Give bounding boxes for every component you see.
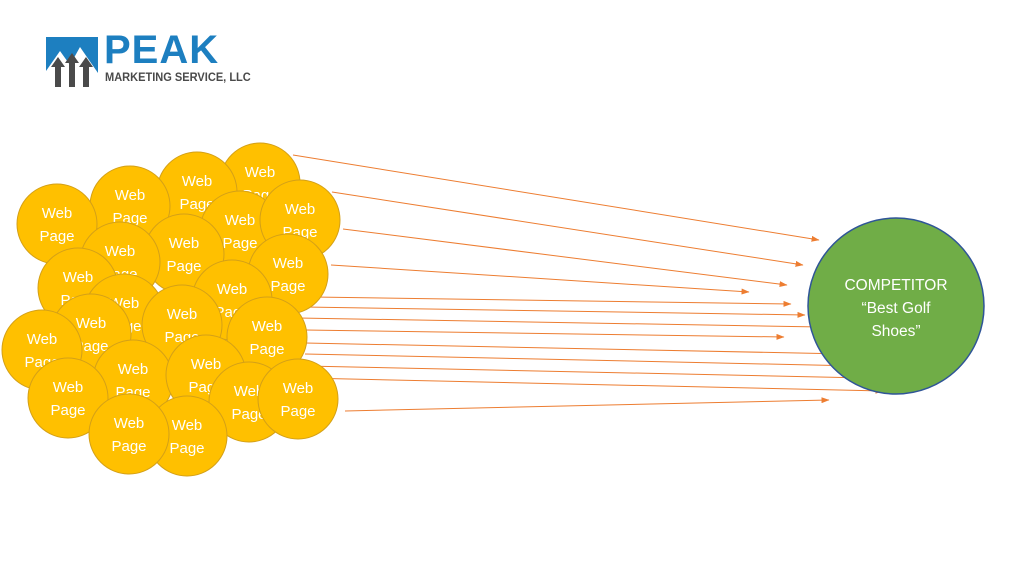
web-page-circle: [88, 393, 170, 475]
competitor-label-line1: COMPETITOR: [844, 277, 947, 294]
web-page-label-line1: Web: [169, 235, 200, 252]
web-page-circle: [257, 358, 339, 440]
web-page-label-line1: Web: [53, 379, 84, 396]
web-page-label-line1: Web: [234, 383, 265, 400]
web-page-label-line1: Web: [167, 306, 198, 323]
arrows-group: [292, 154, 884, 412]
web-page-label-line1: Web: [114, 415, 145, 432]
competitor-label-line2: “Best Golf: [862, 300, 932, 317]
arrow: [330, 264, 750, 295]
web-page-label-line2: Page: [222, 235, 257, 252]
competitor-circle: [807, 217, 985, 395]
logo: PEAK MARKETING SERVICE, LLC: [46, 30, 256, 90]
competitor-node: COMPETITOR “Best Golf Shoes”: [807, 217, 985, 395]
arrow: [342, 228, 788, 288]
web-page-label-line1: Web: [285, 201, 316, 218]
web-page-label-line1: Web: [105, 243, 136, 260]
mountain-arrows-icon: [46, 37, 98, 87]
logo-name: PEAK: [104, 28, 220, 72]
web-page-label-line2: Page: [249, 341, 284, 358]
web-pages-group: WebPageWebPageWebPageWebPageWebPageWebPa…: [1, 142, 341, 477]
web-page-label-line1: Web: [252, 318, 283, 335]
web-page-label-line1: Web: [182, 173, 213, 190]
arrow: [297, 317, 822, 330]
web-page-label-line1: Web: [118, 361, 149, 378]
web-page-label-line2: Page: [280, 403, 315, 420]
arrow: [312, 296, 792, 307]
web-page-label-line1: Web: [217, 281, 248, 298]
arrow: [304, 342, 847, 357]
web-page-label-line1: Web: [42, 205, 73, 222]
web-page-label-line1: Web: [115, 187, 146, 204]
web-page-label-line1: Web: [63, 269, 94, 286]
web-page-label-line1: Web: [225, 212, 256, 229]
competitor-label-line3: Shoes”: [871, 323, 920, 340]
arrow: [304, 329, 785, 340]
arrow: [344, 397, 830, 412]
web-page-label-line2: Page: [270, 278, 305, 295]
web-page-label-line1: Web: [27, 331, 58, 348]
arrow: [304, 365, 867, 381]
arrow: [292, 154, 820, 242]
web-page-label-line2: Page: [39, 228, 74, 245]
arrow: [304, 353, 859, 369]
arrow: [331, 191, 804, 267]
web-page-label-line2: Page: [179, 196, 214, 213]
web-page-label-line1: Web: [191, 356, 222, 373]
arrow: [304, 377, 884, 394]
web-page-label-line1: Web: [273, 255, 304, 272]
web-page-label-line2: Page: [231, 406, 266, 423]
web-page-label-line1: Web: [283, 380, 314, 397]
web-page-circle: [27, 357, 109, 439]
web-page-label-line2: Page: [166, 258, 201, 275]
web-page-label-line2: Page: [50, 402, 85, 419]
web-page-label-line2: Page: [111, 438, 146, 455]
web-page-label-line1: Web: [76, 315, 107, 332]
web-page-label-line2: Page: [169, 440, 204, 457]
web-page-label-line1: Web: [172, 417, 203, 434]
arrow: [304, 306, 806, 318]
logo-subtitle: MARKETING SERVICE, LLC: [105, 72, 251, 84]
web-page-label-line1: Web: [245, 164, 276, 181]
